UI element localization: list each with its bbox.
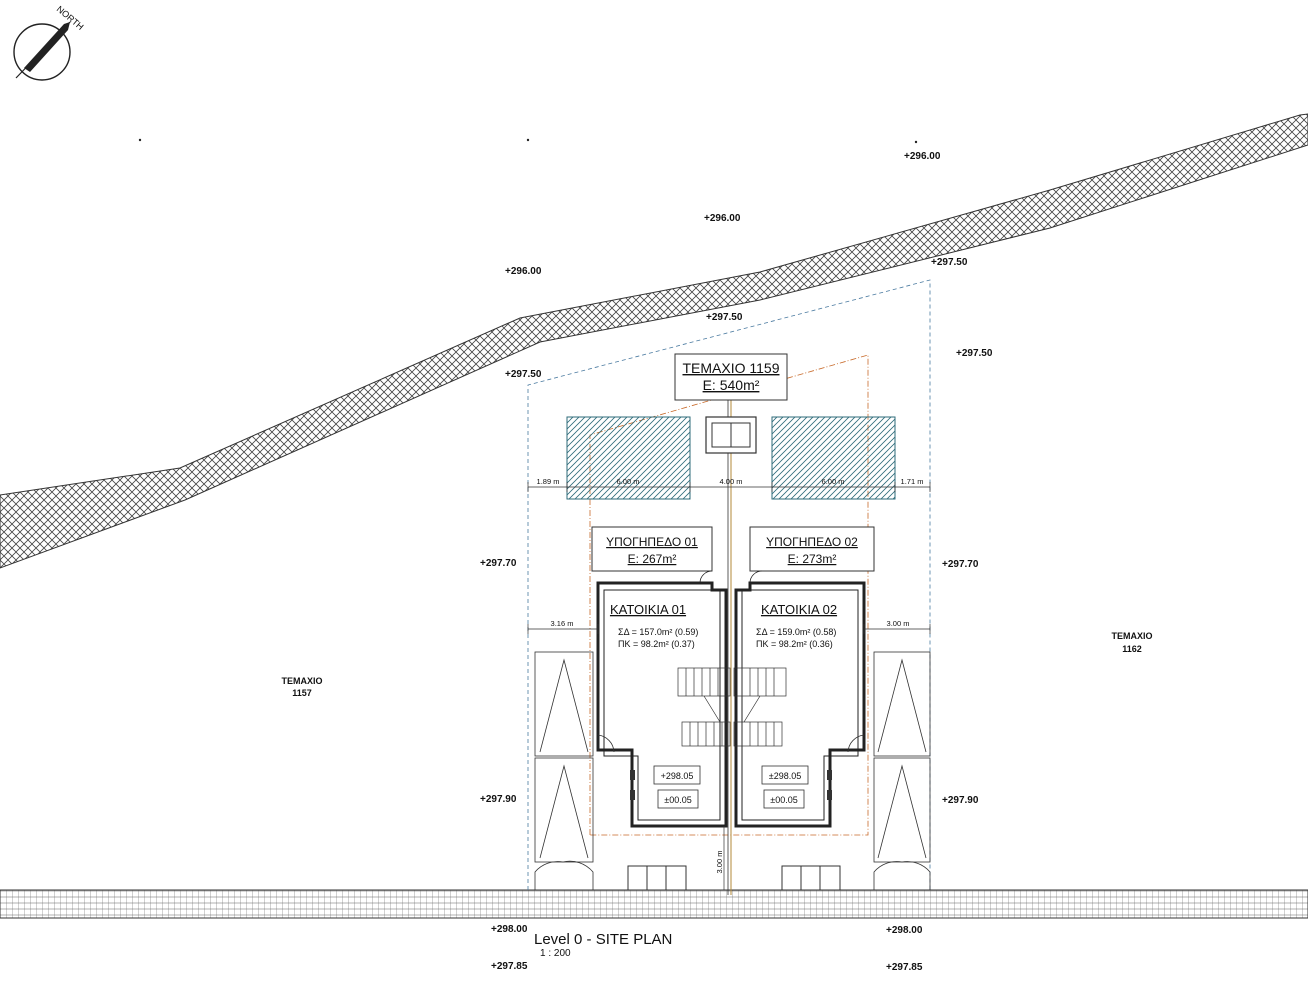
- north-label: NORTH: [55, 4, 86, 32]
- house-level-rel-02: ±00.05: [770, 795, 797, 805]
- plot-area: Ε: 540m²: [703, 377, 760, 393]
- level-10: +297.90: [480, 794, 517, 805]
- slope-band: [0, 113, 1308, 569]
- level-12: +298.00: [491, 924, 528, 935]
- neighbor-left-line2: 1157: [292, 688, 312, 698]
- parking-area-right: [771, 416, 896, 500]
- neighbor-right-line1: ΤΕΜΑΧΙΟ: [1111, 631, 1152, 641]
- level-8: +297.70: [480, 558, 517, 569]
- plot-name: ΤΕΜΑΧΙΟ 1159: [682, 360, 779, 376]
- neighbor-left-line1: ΤΕΜΑΧΙΟ: [281, 676, 322, 686]
- dim-2: 6.00 m: [617, 477, 640, 486]
- basement-box-02: [749, 526, 875, 572]
- house-title-01: ΚΑΤΟΙΚΙΑ 01: [610, 602, 686, 617]
- drawing-title: Level 0 - SITE PLAN: [534, 931, 672, 948]
- road-strip: [0, 889, 1308, 919]
- dim-4: 6.00 m: [822, 477, 845, 486]
- level-9: +297.70: [942, 559, 979, 570]
- north-arrow-icon: [24, 22, 70, 72]
- basement-area-02: Ε: 273m²: [788, 552, 837, 566]
- level-7: +297.50: [505, 369, 542, 380]
- staircase: [677, 667, 787, 747]
- level-11: +297.90: [942, 795, 979, 806]
- dim-3: 4.00 m: [720, 477, 743, 486]
- dim-7: 3.00 m: [887, 619, 910, 628]
- house-outline-01: [596, 570, 728, 828]
- house-level-rel-01: ±00.05: [664, 795, 691, 805]
- basement-title-02: ΥΠΟΓΗΠΕΔΟ 02: [766, 535, 858, 549]
- building-envelope: [589, 354, 869, 836]
- house-pk-01: ΠΚ = 98.2m² (0.37): [618, 639, 695, 649]
- house-title-02: ΚΑΤΟΙΚΙΑ 02: [761, 602, 837, 617]
- plot-label-box: [674, 353, 788, 401]
- level-4: +297.50: [931, 257, 968, 268]
- basement-box-01: [591, 526, 713, 572]
- dimension-row-top: [527, 482, 931, 492]
- dim-6: 3.16 m: [551, 619, 574, 628]
- neighbor-right-line2: 1162: [1122, 644, 1142, 654]
- house-level-abs-01: +298.05: [661, 771, 694, 781]
- parking-bays-left: [534, 651, 594, 890]
- house-sd-01: ΣΔ = 157.0m² (0.59): [618, 627, 698, 637]
- dim-1: 1.89 m: [537, 477, 560, 486]
- parking-area-left: [566, 416, 691, 500]
- level-13: +298.00: [886, 925, 923, 936]
- house-pk-02: ΠΚ = 98.2m² (0.36): [756, 639, 833, 649]
- basement-title-01: ΥΠΟΓΗΠΕΔΟ 01: [606, 535, 698, 549]
- house-outline-02: [734, 570, 866, 828]
- level-6: +297.50: [956, 348, 993, 359]
- house-sd-02: ΣΔ = 159.0m² (0.58): [756, 627, 836, 637]
- dim-5: 1.71 m: [901, 477, 924, 486]
- drawing-scale: 1 : 200: [540, 948, 571, 959]
- house-level-abs-02: ±298.05: [769, 771, 801, 781]
- level-3: +296.00: [505, 266, 542, 277]
- north-circle-icon: [13, 23, 71, 81]
- north-arrow: NORTH: [13, 4, 86, 81]
- parking-bays-right: [873, 651, 931, 890]
- level-5: +297.50: [706, 312, 743, 323]
- basement-area-01: Ε: 267m²: [628, 552, 677, 566]
- dim-8: 3.00 m: [715, 851, 724, 874]
- level-15: +297.85: [886, 962, 923, 973]
- level-1: +296.00: [904, 151, 941, 162]
- level-2: +296.00: [704, 213, 741, 224]
- plot-boundary: [527, 279, 931, 890]
- level-14: +297.85: [491, 961, 528, 972]
